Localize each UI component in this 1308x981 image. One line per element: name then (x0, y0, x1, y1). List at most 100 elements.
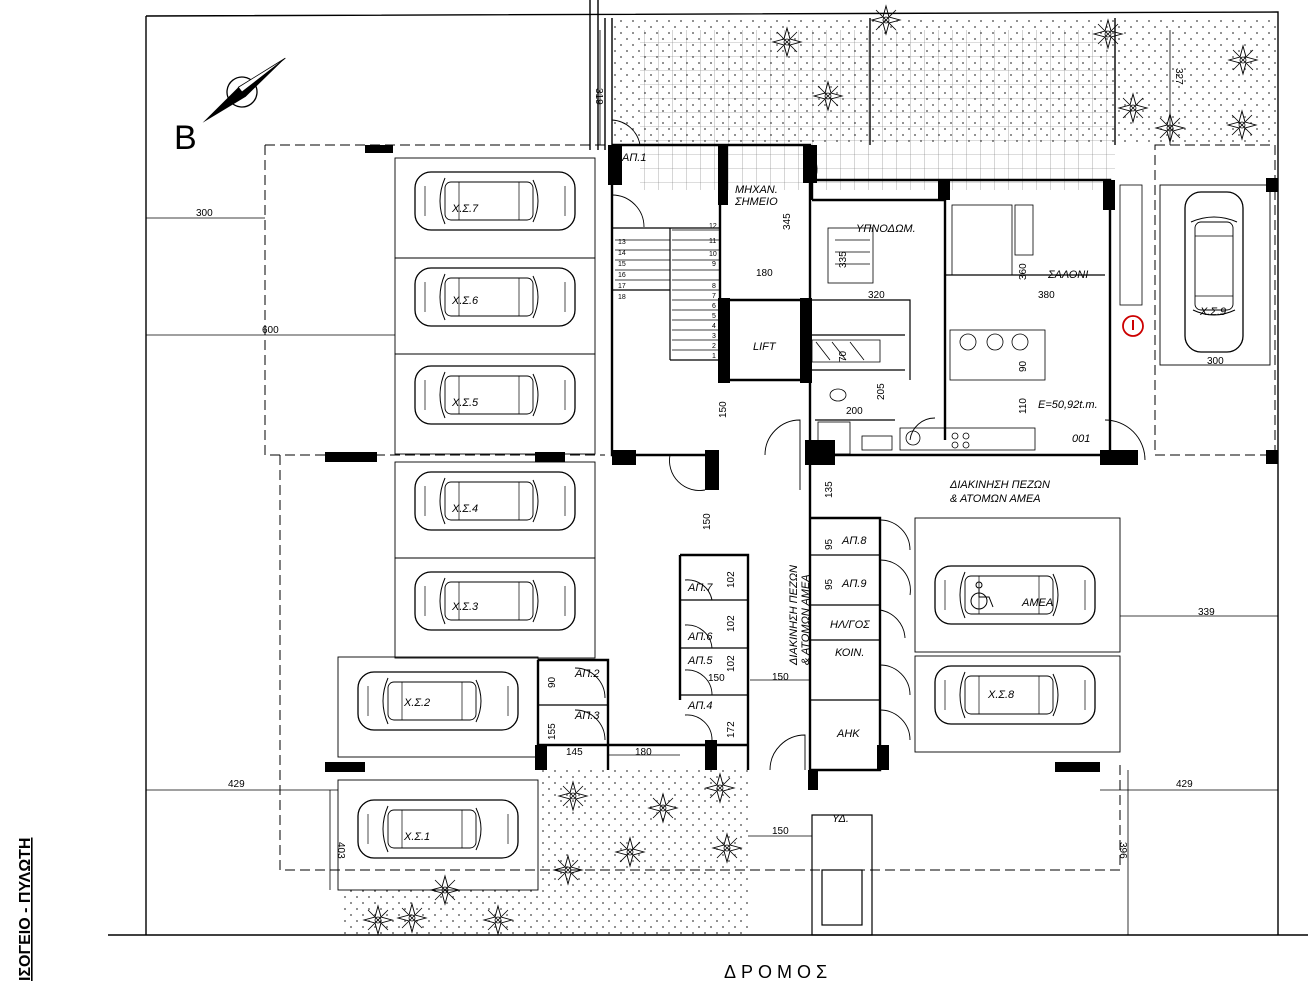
living-label: ΣΑΛΟΝΙ (1047, 269, 1088, 281)
stair-number: 18 (618, 294, 626, 301)
stair-number: 1 (712, 353, 716, 360)
dim: 150 (772, 826, 789, 837)
dim: 403 (335, 842, 346, 859)
stair-number: 6 (712, 303, 716, 310)
dim: 102 (726, 615, 737, 632)
stair-number: 2 (712, 343, 716, 350)
stair-number: 15 (618, 261, 626, 268)
dim: 110 (1018, 398, 1029, 414)
dim: 429 (228, 779, 245, 790)
dim: 339 (1198, 607, 1215, 618)
circulation-label-vertical: & ΑΤΟΜΩΝ ΑΜΕΑ (800, 574, 812, 665)
dim: 172 (726, 721, 737, 738)
canopy-outline-bottom (279, 455, 1121, 871)
dim: 150 (718, 401, 729, 418)
dim: 135 (824, 481, 835, 498)
storage-label: ΑΠ.2 (574, 668, 599, 680)
road-label: ΔΡΟΜΟΣ (724, 962, 832, 981)
canopy-outline-left (264, 144, 605, 456)
dim: 150 (772, 672, 789, 683)
dim: 429 (1176, 779, 1193, 790)
stair-number: 4 (712, 323, 716, 330)
dim: 600 (262, 325, 279, 336)
stair-number: 13 (618, 239, 626, 246)
dim: 155 (547, 723, 558, 740)
parking-label: Χ.Σ.8 (987, 689, 1015, 701)
hlgos-label: ΗΛ/ΓΟΣ (830, 619, 870, 631)
yd-label: ΥΔ. (832, 813, 849, 825)
dim: 145 (566, 747, 583, 758)
dim: 205 (876, 383, 887, 400)
dim: 327 (1173, 68, 1184, 85)
parking-label: Χ.Σ.4 (451, 503, 478, 515)
dim: 335 (838, 251, 849, 268)
dim: 150 (702, 513, 713, 530)
bedroom-label: ΥΠΝΟΔΩΜ. (856, 223, 916, 235)
plot-boundary (145, 11, 1279, 935)
storage-label: ΑΠ.8 (841, 535, 867, 547)
area-label: E=50,92t.m. (1038, 399, 1098, 411)
parking-label: Χ.Σ.9 (1199, 306, 1226, 318)
dim: 102 (726, 655, 737, 672)
stair-number: 12 (709, 223, 717, 230)
parking-label: Χ.Σ.2 (403, 697, 430, 709)
stair-number: 7 (712, 293, 716, 300)
stair-number: 8 (712, 283, 716, 290)
mech-label: ΜΗΧΑΝ. (735, 184, 778, 196)
north-arrow-icon (202, 57, 286, 123)
circulation-label: ΔΙΑΚΙΝΗΣΗ ΠΕΖΩΝ (949, 479, 1050, 491)
mech-label: ΣΗΜΕΙΟ (734, 196, 778, 208)
parking-label: ΑΜΕΑ (1021, 597, 1053, 609)
dim: 320 (868, 290, 885, 301)
circulation-label-vertical: ΔΙΑΚΙΝΗΣΗ ΠΕΖΩΝ (788, 565, 800, 666)
dim: 380 (1038, 290, 1055, 301)
dim: 180 (756, 268, 773, 279)
stair-number: 10 (709, 251, 717, 258)
ahk-label: ΑΗΚ (836, 728, 860, 740)
stair-number: 16 (618, 272, 626, 279)
dim: 345 (782, 213, 793, 230)
storage-label: ΑΠ.3 (574, 710, 600, 722)
stair-number: 14 (618, 250, 626, 257)
garden-bottom-left (340, 890, 540, 935)
parking-label: Χ.Σ.5 (451, 397, 479, 409)
stair-number: 9 (712, 261, 716, 268)
parking-label: Χ.Σ.7 (451, 203, 479, 215)
dim: 200 (846, 406, 863, 417)
dim: 70 (838, 350, 849, 362)
storage-label: ΑΠ.9 (841, 578, 866, 590)
circulation-label: & ΑΤΟΜΩΝ ΑΜΕΑ (950, 493, 1041, 505)
dim: 180 (635, 747, 652, 758)
stair-number: 17 (618, 283, 626, 290)
dim: 95 (824, 578, 835, 590)
dim: 150 (708, 673, 725, 684)
storage-label: ΑΠ.5 (687, 655, 713, 667)
north-label: B (174, 119, 197, 157)
storage-label: ΑΠ.7 (687, 582, 713, 594)
dim: 319 (593, 88, 604, 105)
stair-number: 3 (712, 333, 716, 340)
side-title: ΙΣΟΓΕΙΟ - ΠΥΛΩΤΗ (17, 838, 34, 981)
parking-label: Χ.Σ.6 (451, 295, 479, 307)
dim: 300 (196, 208, 213, 219)
storage-label: ΑΠ.6 (687, 631, 713, 643)
parking-label: Χ.Σ.3 (451, 601, 479, 613)
pillar (365, 145, 393, 153)
dim: 102 (726, 571, 737, 588)
lift-label: LIFT (753, 341, 777, 353)
dim: 90 (1018, 360, 1029, 372)
parking-label: Χ.Σ.1 (403, 831, 430, 843)
info-marker-icon (1122, 315, 1144, 337)
dim: 396 (1117, 842, 1128, 859)
wheelchair-icon (970, 581, 994, 610)
dim: 300 (1207, 356, 1224, 367)
storage-label: ΑΠ.1 (621, 152, 646, 164)
stair-number: 5 (712, 313, 716, 320)
dim: 95 (824, 538, 835, 550)
dim: 90 (547, 676, 558, 688)
storage-label: ΑΠ.4 (687, 700, 712, 712)
koin-label: ΚΟΙΝ. (835, 647, 864, 659)
dim: 360 (1018, 263, 1029, 280)
